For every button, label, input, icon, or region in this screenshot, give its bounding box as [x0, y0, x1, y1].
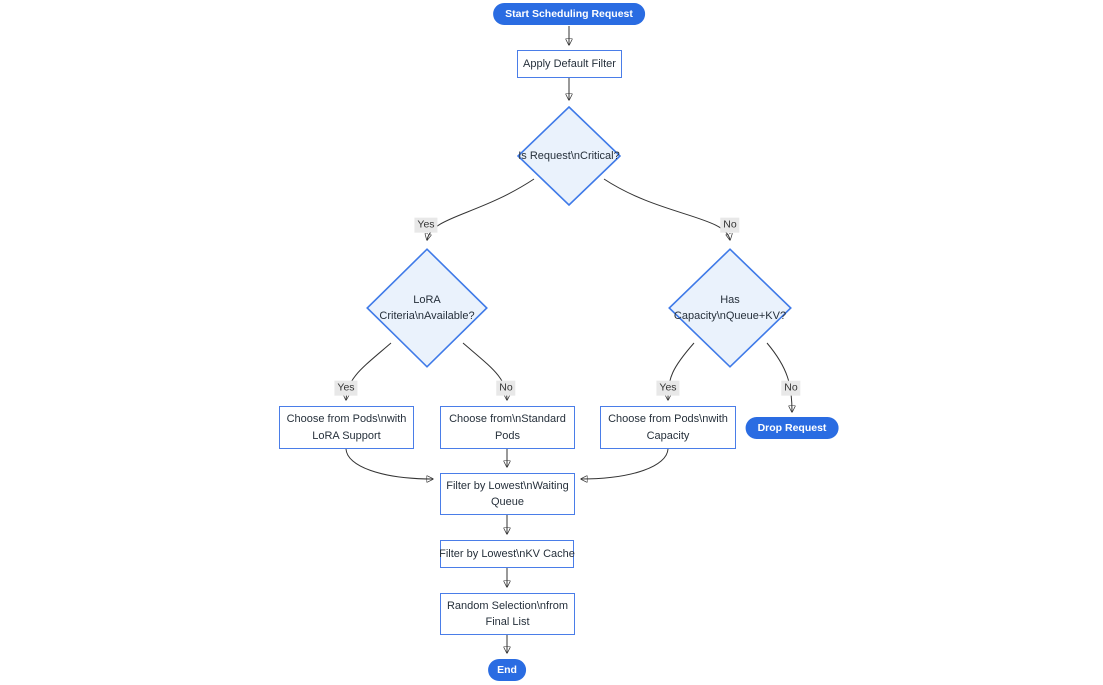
diamond-shape — [668, 248, 792, 368]
node-filter-kv-cache-label: Filter by Lowest\nKV Cache — [439, 547, 575, 560]
node-end-label: End — [497, 664, 517, 676]
node-is-request-critical-label: Is Request\nCritical? — [518, 149, 620, 162]
node-choose-standard-pods: Choose from\nStandard Pods — [440, 406, 575, 449]
node-start: Start Scheduling Request — [493, 3, 645, 25]
node-lora-criteria-available: LoRA Criteria\nAvailable? — [366, 248, 488, 368]
node-random-selection-label: Random Selection\nfrom Final List — [446, 599, 569, 629]
node-is-request-critical: Is Request\nCritical? — [517, 106, 621, 206]
node-choose-lora-pods: Choose from Pods\nwith LoRA Support — [279, 406, 414, 449]
node-choose-capacity-pods: Choose from Pods\nwith Capacity — [600, 406, 736, 449]
edge-critical-no — [603, 178, 730, 240]
node-start-label: Start Scheduling Request — [505, 8, 633, 20]
edge-critical-yes — [427, 178, 535, 240]
diamond-shape — [517, 106, 621, 206]
node-filter-waiting-queue: Filter by Lowest\nWaiting Queue — [440, 473, 575, 515]
node-random-selection: Random Selection\nfrom Final List — [440, 593, 575, 635]
node-has-capacity-queue-kv: Has Capacity\nQueue+KV? — [668, 248, 792, 368]
node-lora-criteria-available-label: LoRA Criteria\nAvailable? — [379, 293, 475, 323]
edge-capacity-no — [766, 342, 792, 412]
node-choose-lora-pods-label: Choose from Pods\nwith LoRA Support — [286, 413, 407, 442]
edge-label-capacity-yes: Yes — [656, 380, 680, 396]
edge-label-critical-yes: Yes — [414, 217, 438, 233]
node-has-capacity-queue-kv-label: Has Capacity\nQueue+KV? — [673, 293, 787, 323]
edge-capacitypods-to-filter — [581, 448, 669, 479]
edge-label-capacity-no: No — [781, 380, 801, 396]
edge-lorapods-to-filter — [345, 448, 433, 479]
node-end: End — [488, 659, 526, 681]
edge-label-critical-no: No — [720, 217, 740, 233]
node-apply-default-filter: Apply Default Filter — [517, 50, 622, 78]
node-apply-default-filter-label: Apply Default Filter — [523, 57, 616, 70]
edge-label-lora-no: No — [496, 380, 516, 396]
node-drop-request: Drop Request — [745, 417, 839, 439]
node-filter-kv-cache: Filter by Lowest\nKV Cache — [439, 540, 575, 568]
node-filter-waiting-queue-label: Filter by Lowest\nWaiting Queue — [446, 479, 569, 509]
node-drop-request-label: Drop Request — [757, 422, 827, 434]
node-choose-capacity-pods-label: Choose from Pods\nwith Capacity — [608, 413, 728, 442]
node-choose-standard-pods-label: Choose from\nStandard Pods — [449, 413, 566, 442]
diamond-shape — [366, 248, 488, 368]
edge-label-lora-yes: Yes — [334, 380, 358, 396]
